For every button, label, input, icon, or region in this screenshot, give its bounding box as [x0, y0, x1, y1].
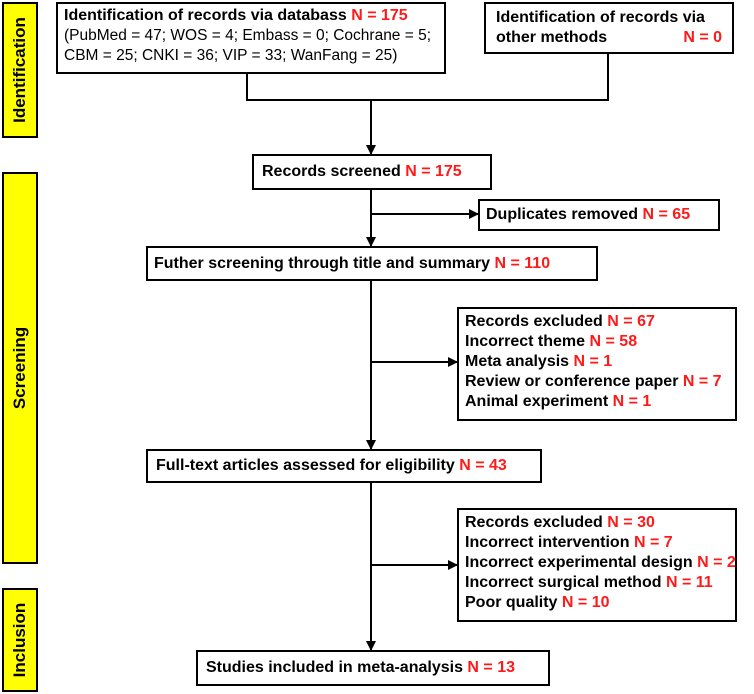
- box-excluded-title-summary: Records excluded N = 67 Incorrect theme …: [457, 307, 737, 421]
- excluded-1-item: Incorrect theme N = 58: [465, 333, 638, 350]
- excluded-1-item: Animal experiment N = 1: [465, 393, 652, 410]
- phase-inclusion: Inclusion: [2, 588, 38, 692]
- box-excluded-full-text: Records excluded N = 30 Incorrect interv…: [457, 508, 737, 622]
- box-full-text-assessed: Full-text articles assessed for eligibil…: [146, 449, 542, 483]
- excluded-1-item: Meta analysis N = 1: [465, 353, 613, 370]
- excluded-2-item: Incorrect intervention N = 7: [465, 534, 673, 551]
- box-further-screening: Futher screening through title and summa…: [146, 246, 598, 281]
- phase-identification: Identification: [2, 2, 38, 138]
- identification-db-title: Identification of records via databass N…: [64, 7, 408, 24]
- identification-other-n: N = 0: [683, 29, 722, 46]
- box-studies-included: Studies included in meta-analysis N = 13: [196, 650, 550, 686]
- phase-screening: Screening: [2, 172, 38, 564]
- box-duplicates-removed: Duplicates removed N = 65: [478, 199, 720, 231]
- identification-db-detail-1: (PubMed = 47; WOS = 4; Embass = 0; Cochr…: [64, 27, 432, 44]
- identification-db-detail-2: CBM = 25; CNKI = 36; VIP = 33; WanFang =…: [64, 47, 398, 64]
- box-records-screened: Records screened N = 175: [252, 154, 492, 190]
- box-identification-databases: Identification of records via databass N…: [56, 2, 446, 74]
- excluded-1-item: Review or conference paper N = 7: [465, 373, 722, 390]
- excluded-2-item: Records excluded N = 30: [465, 514, 655, 531]
- excluded-2-item: Poor quality N = 10: [465, 594, 610, 611]
- box-identification-other: Identification of records via other meth…: [484, 2, 734, 54]
- excluded-2-item: Incorrect surgical method N = 11: [465, 574, 713, 591]
- identification-other-line-2: other methods N = 0: [496, 29, 722, 46]
- identification-other-line-1: Identification of records via: [496, 9, 705, 26]
- excluded-1-item: Records excluded N = 67: [465, 313, 655, 330]
- excluded-2-item: Incorrect experimental design N = 2: [465, 554, 736, 571]
